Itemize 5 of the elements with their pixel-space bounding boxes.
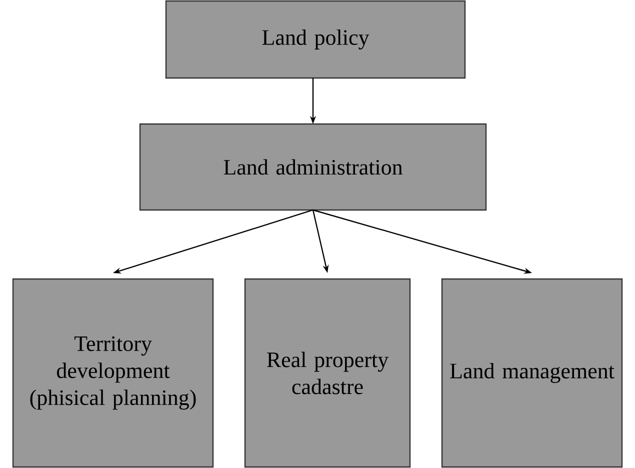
process-box: Real property cadastre [244, 278, 411, 468]
process-box: Land administration [139, 123, 487, 211]
process-box: Land management [441, 278, 623, 468]
process-box: Territory development (phisical planning) [12, 278, 214, 468]
process-box: Land policy [165, 0, 466, 79]
